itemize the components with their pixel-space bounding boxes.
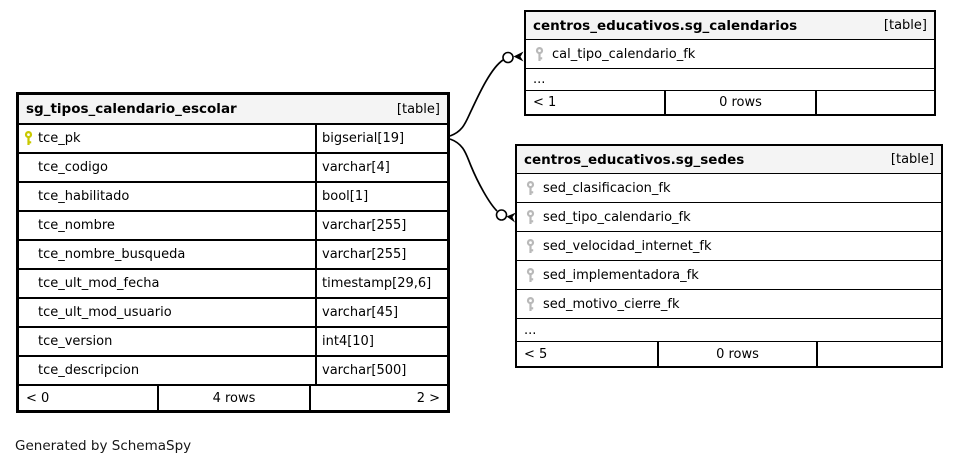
footer-row-count: 0 rows	[657, 342, 816, 366]
table-footer: < 5 0 rows	[517, 341, 941, 366]
column-name[interactable]: tce_version	[38, 334, 113, 349]
column-name[interactable]: tce_descripcion	[38, 363, 140, 378]
column-name[interactable]: sed_velocidad_internet_fk	[543, 238, 712, 254]
table-footer: < 1 0 rows	[526, 90, 934, 114]
foreign-key-icon	[526, 46, 552, 62]
column-type: bool[1]	[315, 183, 447, 210]
generator-credit: Generated by SchemaSpy	[15, 438, 192, 454]
footer-children-count: < 0	[26, 390, 50, 406]
table-footer: < 0 4 rows 2 >	[19, 384, 447, 410]
connector-arrowhead	[513, 51, 524, 62]
table-row[interactable]: sed_velocidad_internet_fk	[517, 231, 941, 260]
column-type: bigserial[19]	[315, 125, 447, 152]
column-name[interactable]: sed_motivo_cierre_fk	[543, 296, 680, 312]
footer-row-count: 4 rows	[157, 386, 309, 410]
table-header[interactable]: centros_educativos.sg_sedes [table]	[517, 146, 941, 173]
table-row[interactable]: tce_ult_mod_usuario varchar[45]	[19, 297, 447, 326]
table-row[interactable]: cal_tipo_calendario_fk	[526, 39, 934, 68]
table-row[interactable]: tce_descripcion varchar[500]	[19, 355, 447, 384]
table-row[interactable]: sed_implementadora_fk	[517, 260, 941, 289]
foreign-key-icon	[517, 296, 543, 312]
footer-row-count: 0 rows	[664, 91, 815, 114]
footer-parents-count	[815, 91, 934, 114]
table-type-badge: [table]	[883, 18, 927, 33]
column-name[interactable]: tce_codigo	[38, 160, 108, 175]
table-row[interactable]: tce_nombre_busqueda varchar[255]	[19, 239, 447, 268]
column-type: varchar[255]	[315, 241, 447, 268]
table-row[interactable]: tce_version int4[10]	[19, 326, 447, 355]
column-name[interactable]: tce_nombre	[38, 218, 115, 233]
connector-circle-endpoint	[495, 209, 508, 221]
table-header[interactable]: sg_tipos_calendario_escolar [table]	[19, 95, 447, 123]
column-type: timestamp[29,6]	[315, 270, 447, 297]
foreign-key-icon	[517, 267, 543, 283]
column-type: varchar[45]	[315, 299, 447, 326]
column-name[interactable]: tce_nombre_busqueda	[38, 247, 186, 262]
column-name[interactable]: sed_clasificacion_fk	[543, 180, 671, 196]
more-columns-indicator: ...	[526, 68, 934, 90]
table-row[interactable]: tce_nombre varchar[255]	[19, 210, 447, 239]
table-sg-calendarios: centros_educativos.sg_calendarios [table…	[524, 10, 936, 116]
column-type: varchar[500]	[315, 357, 447, 384]
connector-circle-endpoint	[502, 51, 514, 64]
column-name[interactable]: tce_pk	[38, 131, 81, 146]
footer-parents-count: 2 >	[309, 386, 447, 410]
table-title[interactable]: sg_tipos_calendario_escolar	[26, 101, 237, 117]
foreign-key-icon	[517, 238, 543, 254]
table-row[interactable]: sed_tipo_calendario_fk	[517, 202, 941, 231]
column-type: varchar[255]	[315, 212, 447, 239]
primary-key-icon	[19, 131, 38, 146]
footer-children-count: < 5	[524, 346, 548, 362]
footer-parents-count	[816, 342, 941, 366]
table-row[interactable]: sed_motivo_cierre_fk	[517, 289, 941, 318]
table-title[interactable]: centros_educativos.sg_calendarios	[533, 17, 798, 34]
column-name[interactable]: sed_tipo_calendario_fk	[543, 209, 691, 225]
footer-children-count: < 1	[533, 95, 557, 110]
column-name[interactable]: tce_ult_mod_fecha	[38, 276, 160, 291]
column-name[interactable]: tce_habilitado	[38, 189, 130, 204]
table-type-badge: [table]	[396, 101, 440, 117]
table-type-badge: [table]	[890, 152, 934, 167]
more-columns-indicator: ...	[517, 318, 941, 341]
column-name[interactable]: sed_implementadora_fk	[543, 267, 699, 283]
column-name[interactable]: cal_tipo_calendario_fk	[552, 46, 696, 62]
foreign-key-icon	[517, 209, 543, 225]
column-type: int4[10]	[315, 328, 447, 355]
fk-connector-calendarios	[449, 51, 524, 137]
table-header[interactable]: centros_educativos.sg_calendarios [table…	[526, 12, 934, 39]
table-row[interactable]: tce_pk bigserial[19]	[19, 123, 447, 152]
table-row[interactable]: tce_ult_mod_fecha timestamp[29,6]	[19, 268, 447, 297]
fk-connector-sedes	[449, 138, 516, 223]
table-sg-tipos-calendario-escolar: sg_tipos_calendario_escolar [table] tce_…	[16, 92, 450, 413]
column-type: varchar[4]	[315, 154, 447, 181]
table-title[interactable]: centros_educativos.sg_sedes	[524, 151, 745, 168]
table-row[interactable]: tce_habilitado bool[1]	[19, 181, 447, 210]
column-name[interactable]: tce_ult_mod_usuario	[38, 305, 172, 320]
table-row[interactable]: sed_clasificacion_fk	[517, 173, 941, 202]
table-sg-sedes: centros_educativos.sg_sedes [table] sed_…	[515, 144, 943, 368]
foreign-key-icon	[517, 180, 543, 196]
table-row[interactable]: tce_codigo varchar[4]	[19, 152, 447, 181]
